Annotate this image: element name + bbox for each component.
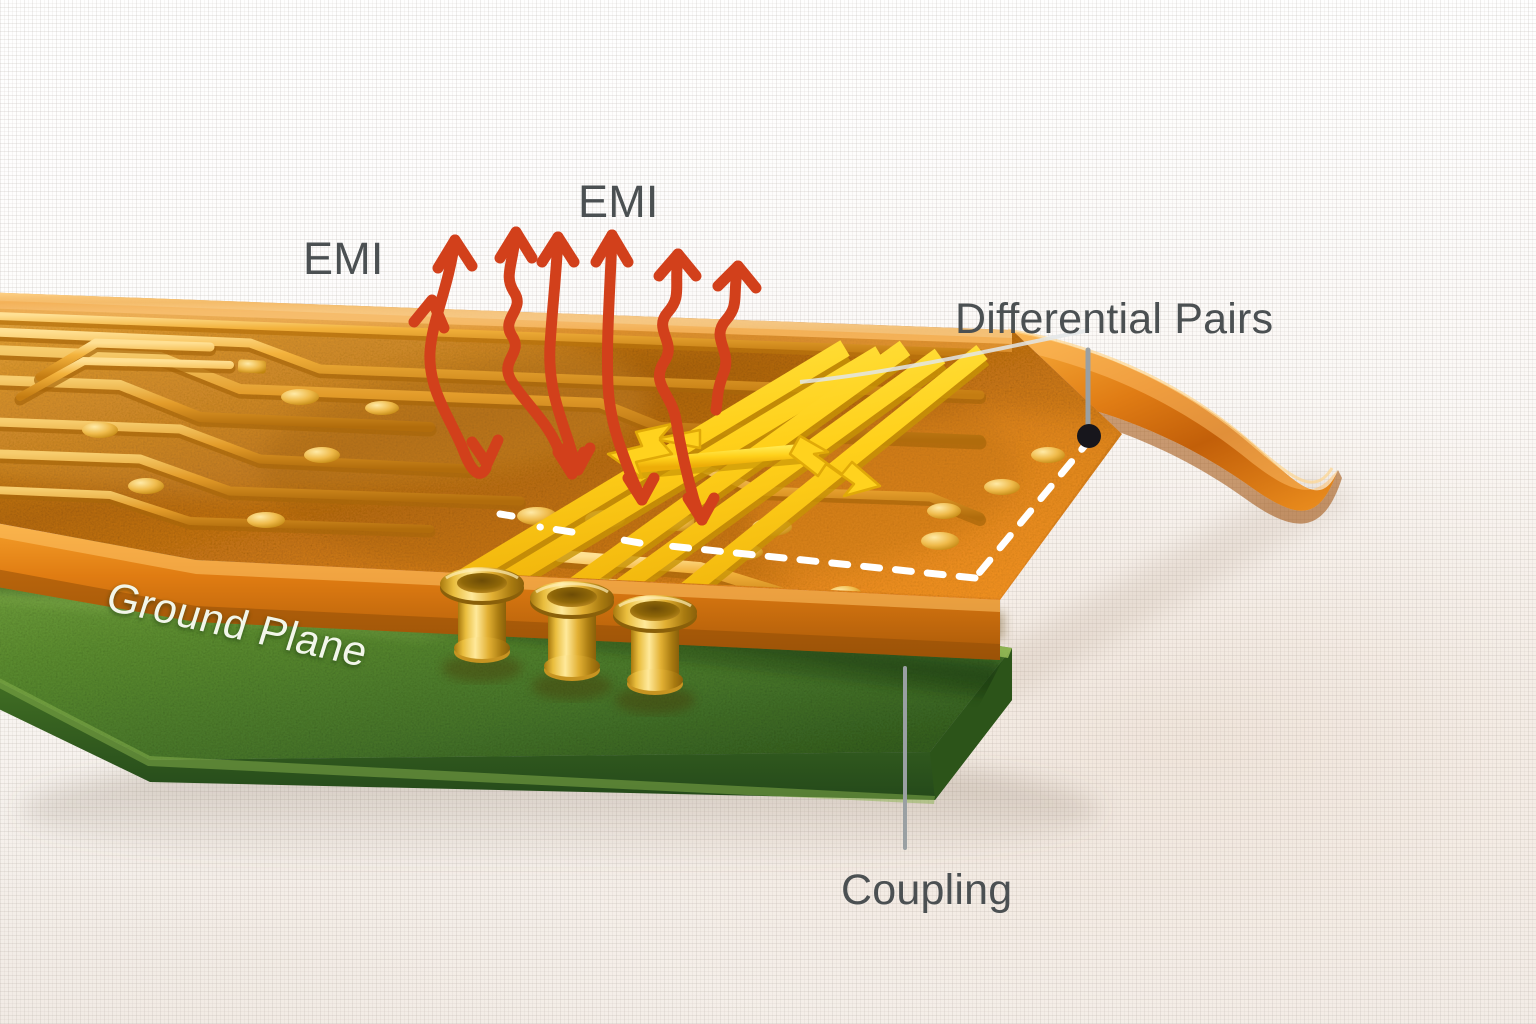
emi-arrow-4 <box>590 229 660 506</box>
emi-arrow-1 <box>408 234 504 479</box>
emi-arrow-2 <box>494 226 590 480</box>
differential-pair-outline <box>496 433 1096 582</box>
via-barrel <box>440 567 524 682</box>
emi-arrow-6 <box>710 260 762 416</box>
emi-arrow-5 <box>653 248 720 526</box>
guide-line-flex-top <box>799 328 1091 384</box>
label-differential-pairs: Differential Pairs <box>955 295 1274 343</box>
leader-lines <box>799 328 1101 850</box>
coupling-arrow-right <box>788 434 882 498</box>
via-barrels <box>440 567 697 714</box>
label-emi-left: EMI <box>303 233 384 284</box>
emi-arrow-3 <box>536 231 596 476</box>
leader-dot-differential-pairs <box>1077 424 1101 448</box>
label-emi-top: EMI <box>578 176 659 227</box>
emi-arrows <box>408 226 762 526</box>
label-coupling: Coupling <box>841 866 1013 914</box>
via-barrel <box>530 581 614 700</box>
via-barrel <box>613 595 697 714</box>
